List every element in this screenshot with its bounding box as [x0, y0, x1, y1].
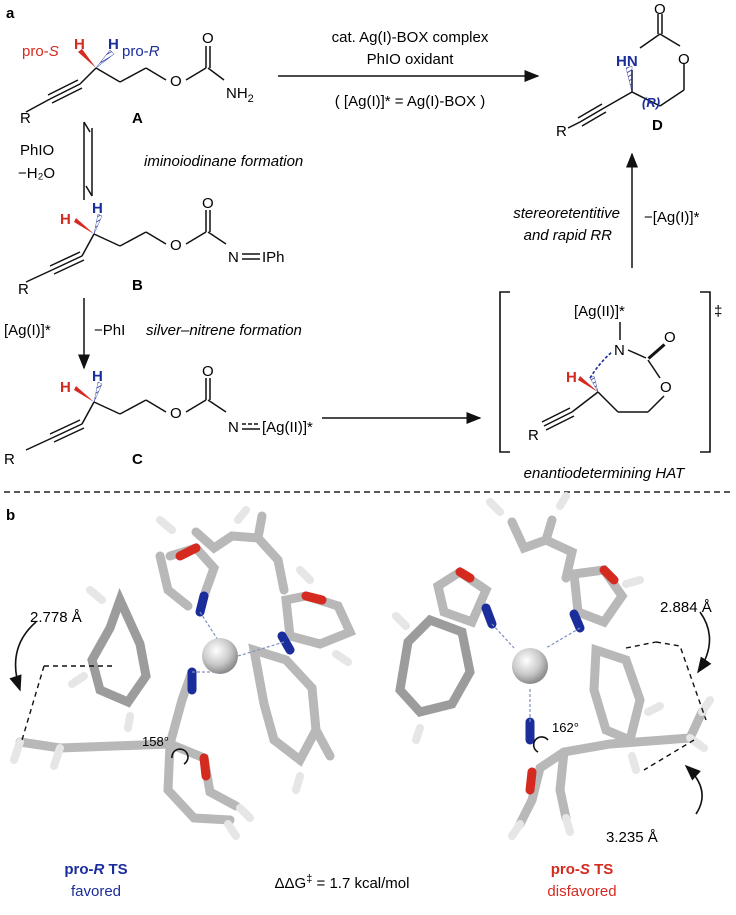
step2-arrow: [Ag(I)]* −PhI silver–nitrene formation [4, 298, 302, 370]
compound-c-carbonyl-o: O [202, 363, 214, 380]
step-rr-reagent: −[Ag(I)]* [644, 209, 700, 226]
compound-d-label: D [652, 117, 663, 134]
silver-atom-left [202, 638, 238, 674]
ts-ring-o: O [660, 379, 672, 396]
compound-c-h-red: H [60, 379, 71, 396]
step2-reagent2: −PhI [94, 322, 125, 339]
compound-b-o: O [170, 237, 182, 254]
compound-c-r: R [4, 451, 15, 468]
compound-d-carbonyl-o: O [654, 1, 666, 18]
compound-a-nh2: NH2 [226, 85, 254, 105]
ts-carbonyl-o: O [664, 329, 676, 346]
silver-atom-right [512, 648, 548, 684]
compound-c-label: C [132, 451, 143, 468]
panel-b-label: b [6, 507, 15, 524]
compound-b-r: R [18, 281, 29, 298]
compound-b-carbonyl-o: O [202, 195, 214, 212]
ts-to-d-arrow: stereoretentitive and rapid RR −[Ag(I)]* [513, 152, 700, 268]
right-ts-subtitle: disfavored [547, 883, 616, 900]
ts-r: R [528, 427, 539, 444]
compound-b-h-blue: H [92, 200, 103, 217]
ts-ag-label: [Ag(II)]* [574, 303, 625, 320]
compound-c-h-blue: H [92, 368, 103, 385]
compound-d-hn: HN [616, 53, 638, 70]
compound-b-iph: IPh [262, 249, 285, 266]
transition-state-box: ‡ [Ag(II)]* N O O H R enantiodetermining… [499, 291, 722, 482]
left-ts-title: pro-R TS [64, 861, 127, 878]
right-ts-title: pro-S TS [551, 861, 614, 878]
step-rr-desc2: and rapid RR [524, 227, 613, 244]
right-distance1-label: 2.884 Å [660, 599, 712, 616]
left-distance-label: 2.778 Å [30, 609, 82, 626]
reaction-conditions-line3: ( [Ag(I)]* = Ag(I)-BOX ) [335, 93, 485, 110]
compound-d-ring-o: O [678, 51, 690, 68]
step2-reagent1: [Ag(I)]* [4, 322, 51, 339]
compound-c-ag: [Ag(II)]* [262, 419, 313, 436]
reaction-conditions-line1: cat. Ag(I)-BOX complex [332, 29, 489, 46]
pro-s-label: pro-S [22, 43, 59, 60]
pro-r-ts-model: 2.778 Å 158° [9, 506, 357, 840]
hash-bond-blue [95, 49, 115, 69]
compound-a-h-blue: H [108, 36, 119, 53]
step1-description: iminoiodinane formation [144, 153, 303, 170]
ts-n: N [614, 342, 625, 359]
compound-a-r: R [20, 110, 31, 127]
step1-reagent2: −H₂O [18, 165, 55, 182]
right-distance2-label: 3.235 Å [606, 829, 658, 846]
compound-b-label: B [132, 277, 143, 294]
compound-a-carbonyl-o: O [202, 30, 214, 47]
ts-h-red: H [566, 369, 577, 386]
ts-caption: enantiodetermining HAT [524, 465, 686, 482]
step-rr-desc1: stereoretentitive [513, 205, 620, 222]
compound-a-label: A [132, 110, 143, 127]
compound-a-h-red: H [74, 36, 85, 53]
compound-b-h-red: H [60, 211, 71, 228]
left-ts-subtitle: favored [71, 883, 121, 900]
left-angle-label: 158° [142, 734, 169, 749]
compound-d-r: R [556, 123, 567, 140]
compound-d: O HN O (R) R D [556, 1, 690, 140]
compound-a: R H H pro-S pro-R O O NH2 A [20, 30, 254, 127]
reaction-conditions-line2: PhIO oxidant [367, 51, 455, 68]
top-reaction-arrow: cat. Ag(I)-BOX complex PhIO oxidant ( [A… [278, 29, 540, 110]
pro-s-ts-model: 2.884 Å 3.235 Å 162° [392, 492, 714, 846]
step2-description: silver–nitrene formation [146, 322, 302, 339]
compound-c-o: O [170, 405, 182, 422]
energy-difference: ΔΔG‡ = 1.7 kcal/mol [275, 873, 410, 892]
panel-a-label: a [6, 5, 15, 22]
step1-reagent1: PhIO [20, 142, 54, 159]
right-angle-label: 162° [552, 720, 579, 735]
compound-b: H H O O N IPh R B [18, 195, 285, 298]
ts-dagger: ‡ [714, 303, 722, 320]
compound-c-n: N [228, 419, 239, 436]
compound-c: H H O O N [Ag(II)]* R C [4, 363, 313, 468]
compound-a-o: O [170, 73, 182, 90]
compound-b-n: N [228, 249, 239, 266]
pro-r-label: pro-R [122, 43, 160, 60]
equilibrium-arrows: PhIO −H₂O iminoiodinane formation [18, 121, 303, 200]
wedge-bond-red [78, 49, 96, 68]
compound-d-stereo: (R) [642, 95, 660, 110]
